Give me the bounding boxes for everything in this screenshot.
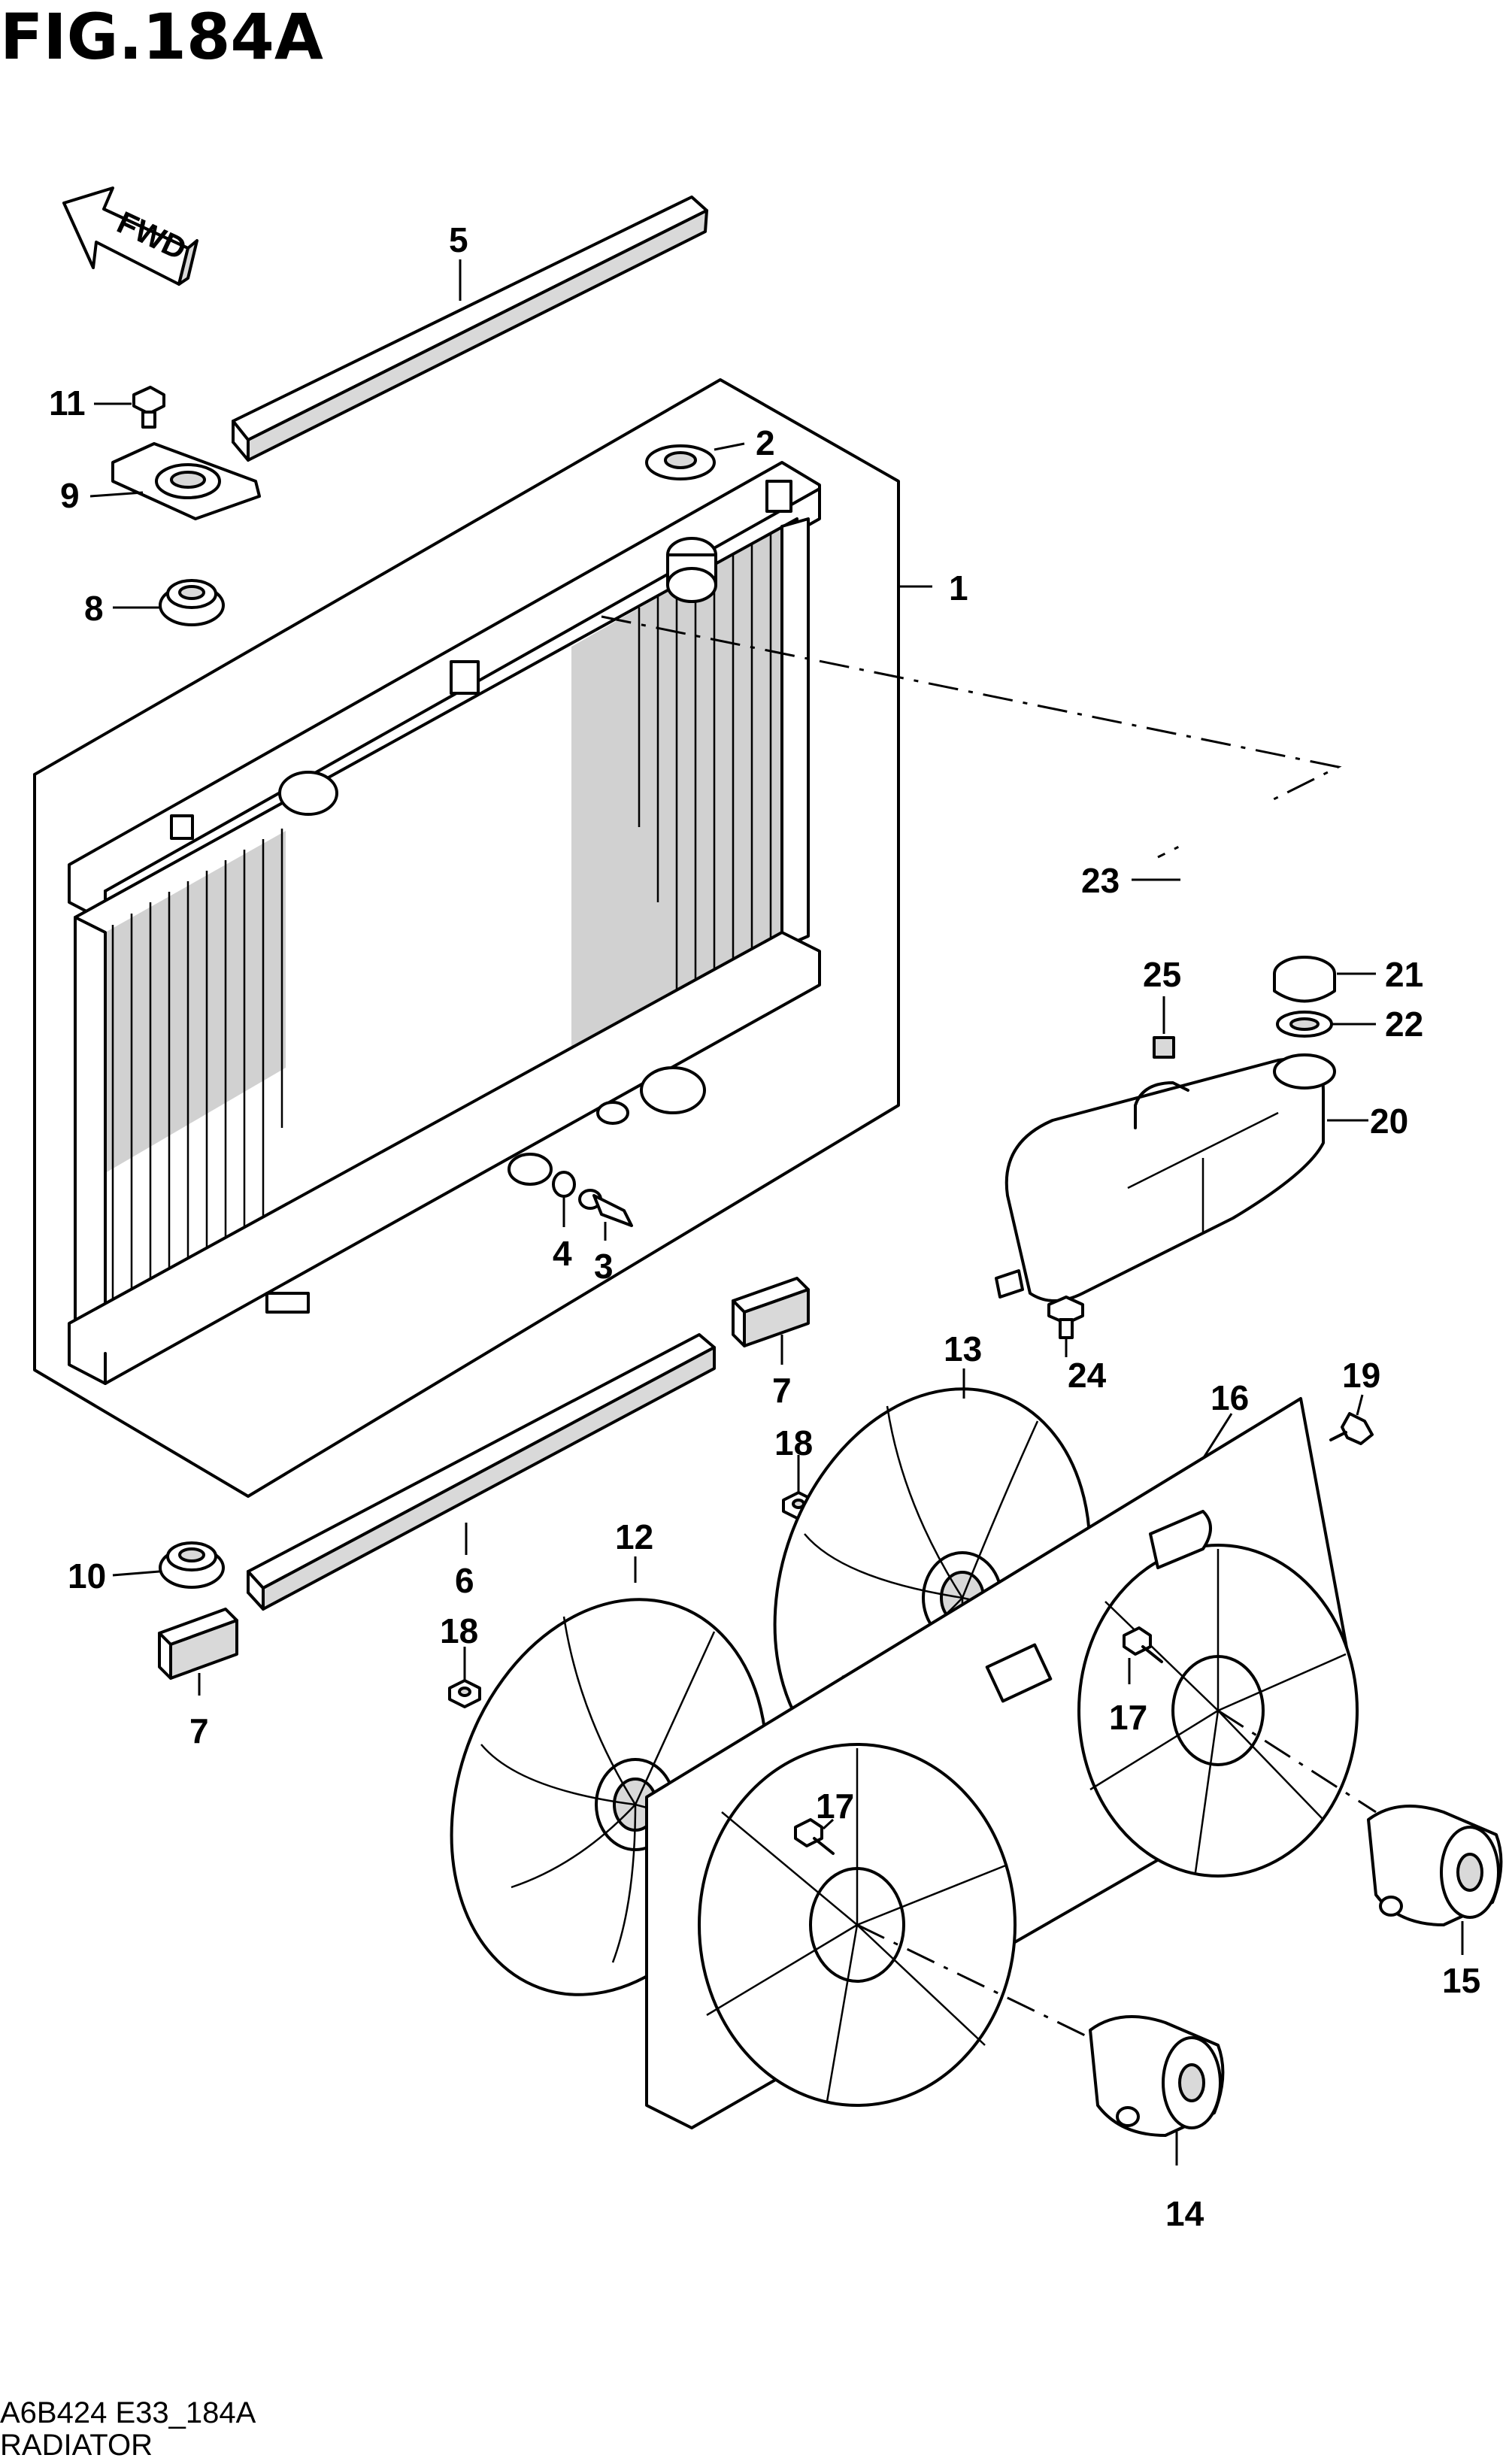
part-23-hose	[1166, 802, 1270, 1056]
part-7-foam-block-upper	[732, 1277, 810, 1347]
part-17-screw-right	[1123, 1626, 1163, 1663]
part-17-screw-left	[794, 1818, 835, 1855]
callout-2: 2	[756, 423, 775, 462]
part-8-grommet	[159, 579, 225, 626]
part-2-radiator-cap	[645, 444, 716, 480]
part-15-fan-motor-right	[1367, 1805, 1503, 1926]
callout-18-lower: 18	[440, 1611, 478, 1650]
part-21-reservoir-cap	[1273, 956, 1336, 1003]
part-20-reservoir-tank	[995, 1053, 1336, 1302]
part-11-bolt	[132, 386, 165, 429]
callout-15: 15	[1442, 1961, 1480, 2000]
diagram-name: RADIATOR	[0, 2429, 153, 2460]
part-7-foam-block-lower	[158, 1608, 238, 1680]
callout-23: 23	[1081, 861, 1120, 900]
callout-7-lower: 7	[189, 1711, 209, 1750]
radiator-group-outline	[33, 378, 900, 1498]
callout-9: 9	[60, 476, 80, 515]
callout-16: 16	[1211, 1378, 1249, 1417]
part-22-seal	[1276, 1011, 1333, 1038]
callout-25: 25	[1143, 955, 1181, 994]
callout-14: 14	[1165, 2194, 1204, 2233]
part-6-foam-strip-lower	[247, 1333, 716, 1611]
callout-1: 1	[949, 568, 968, 608]
part-9-bracket	[111, 442, 261, 520]
fwd-arrow-icon: FWD	[62, 186, 198, 286]
callout-17-right: 17	[1109, 1698, 1147, 1737]
callout-6: 6	[455, 1561, 474, 1600]
callout-22: 22	[1385, 1005, 1423, 1044]
part-3-drain-plug	[578, 1189, 633, 1227]
callout-5: 5	[449, 220, 468, 259]
callout-11: 11	[49, 383, 86, 423]
part-25-clamp	[1153, 1036, 1175, 1059]
figure-title: FIG.184A	[0, 0, 323, 74]
callout-20: 20	[1370, 1102, 1408, 1141]
diagram-code: A6B424 E33_184A	[0, 2396, 256, 2429]
part-1-radiator	[68, 461, 821, 1385]
part-24-bolt	[1047, 1296, 1084, 1339]
part-14-fan-motor-left	[1089, 2015, 1225, 2137]
callout-13: 13	[944, 1329, 982, 1368]
callout-12: 12	[615, 1517, 653, 1556]
callout-19: 19	[1342, 1356, 1380, 1395]
callout-10: 10	[68, 1556, 106, 1596]
part-10-grommet	[159, 1541, 225, 1589]
callout-4: 4	[553, 1234, 572, 1273]
callout-8: 8	[84, 589, 104, 628]
callout-21: 21	[1385, 955, 1423, 994]
callout-3: 3	[594, 1247, 614, 1286]
callout-7-upper: 7	[772, 1371, 792, 1410]
callout-17-left: 17	[816, 1787, 854, 1826]
callout-18-upper: 18	[774, 1423, 813, 1462]
callout-24: 24	[1068, 1356, 1107, 1395]
part-19-bolt	[1329, 1412, 1374, 1445]
part-5-foam-strip-upper	[232, 195, 708, 462]
part-18-nut-lower	[448, 1679, 481, 1708]
part-4-gasket	[552, 1171, 576, 1198]
